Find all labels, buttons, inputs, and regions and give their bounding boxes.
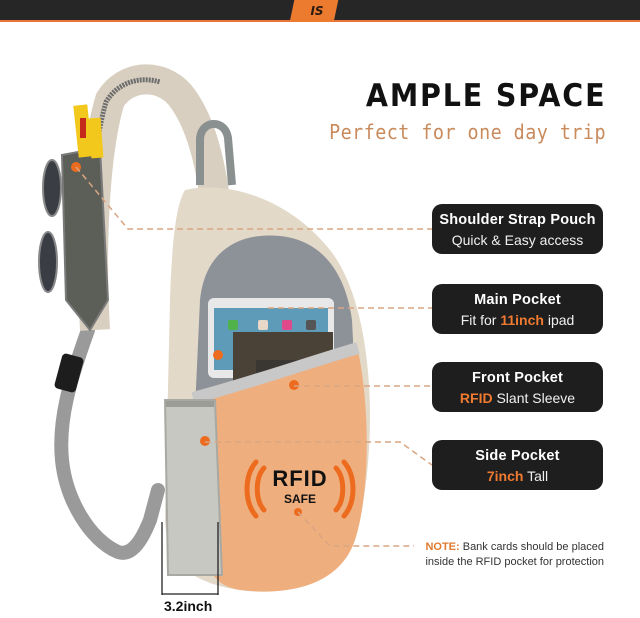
side-mesh-pocket (163, 399, 224, 576)
page-title: AMPLE SPACE (365, 78, 606, 114)
width-measurement-label: 3.2inch (164, 598, 213, 614)
strap-pouch (60, 146, 110, 332)
front-pocket (195, 350, 367, 592)
callout-highlight: RFID (459, 390, 493, 406)
rfid-badge-title: RFID (272, 466, 328, 491)
callout-title: Side Pocket (475, 448, 560, 464)
callout-title: Shoulder Strap Pouch (439, 212, 596, 228)
brand-logo-icon: IS (310, 4, 324, 18)
callout-text: 7inch Tall (432, 467, 603, 485)
note-line2: inside the RFID pocket for protection (425, 556, 604, 568)
callout-title: Main Pocket (474, 292, 561, 308)
marker-dot-main (213, 350, 223, 360)
width-measure-bracket (161, 522, 219, 595)
marker-dot-side (200, 436, 210, 446)
callout-shoulder-strap-pouch: Shoulder Strap Pouch Quick & Easy access (432, 204, 603, 254)
note-line1: Bank cards should be placed (459, 541, 604, 553)
marker-dot-front (289, 380, 299, 390)
rfid-badge-subtitle: SAFE (283, 492, 316, 506)
callout-highlight: 7inch (486, 468, 524, 484)
callout-text: Quick & Easy access (451, 232, 584, 248)
callout-title: Front Pocket (471, 370, 564, 386)
callout-text: RFID Slant Sleeve (432, 389, 603, 407)
callout-suffix: Tall (523, 468, 549, 484)
callout-front-pocket: Front Pocket RFID Slant Sleeve (432, 362, 603, 412)
callout-highlight: 11inch (500, 312, 544, 328)
callout-suffix: Slant Sleeve (492, 390, 576, 406)
lower-strap (54, 323, 165, 560)
note-label: NOTE: (425, 541, 460, 553)
buckle-icon (54, 353, 84, 393)
leader-lines (75, 166, 433, 547)
callout-prefix: Fit for (460, 312, 501, 328)
rfid-waves-icon (244, 459, 356, 519)
callout-suffix: ipad (543, 312, 575, 328)
callout-side-pocket: Side Pocket 7inch Tall (432, 440, 603, 490)
page-subtitle: Perfect for one day trip (329, 120, 606, 144)
callout-main-pocket: Main Pocket Fit for 11inch ipad (432, 284, 603, 334)
sunglasses-icon (42, 159, 62, 217)
callout-text: Fit for 11inch ipad (432, 311, 603, 329)
rfid-note: NOTE: Bank cards should be placed inside… (404, 540, 604, 570)
